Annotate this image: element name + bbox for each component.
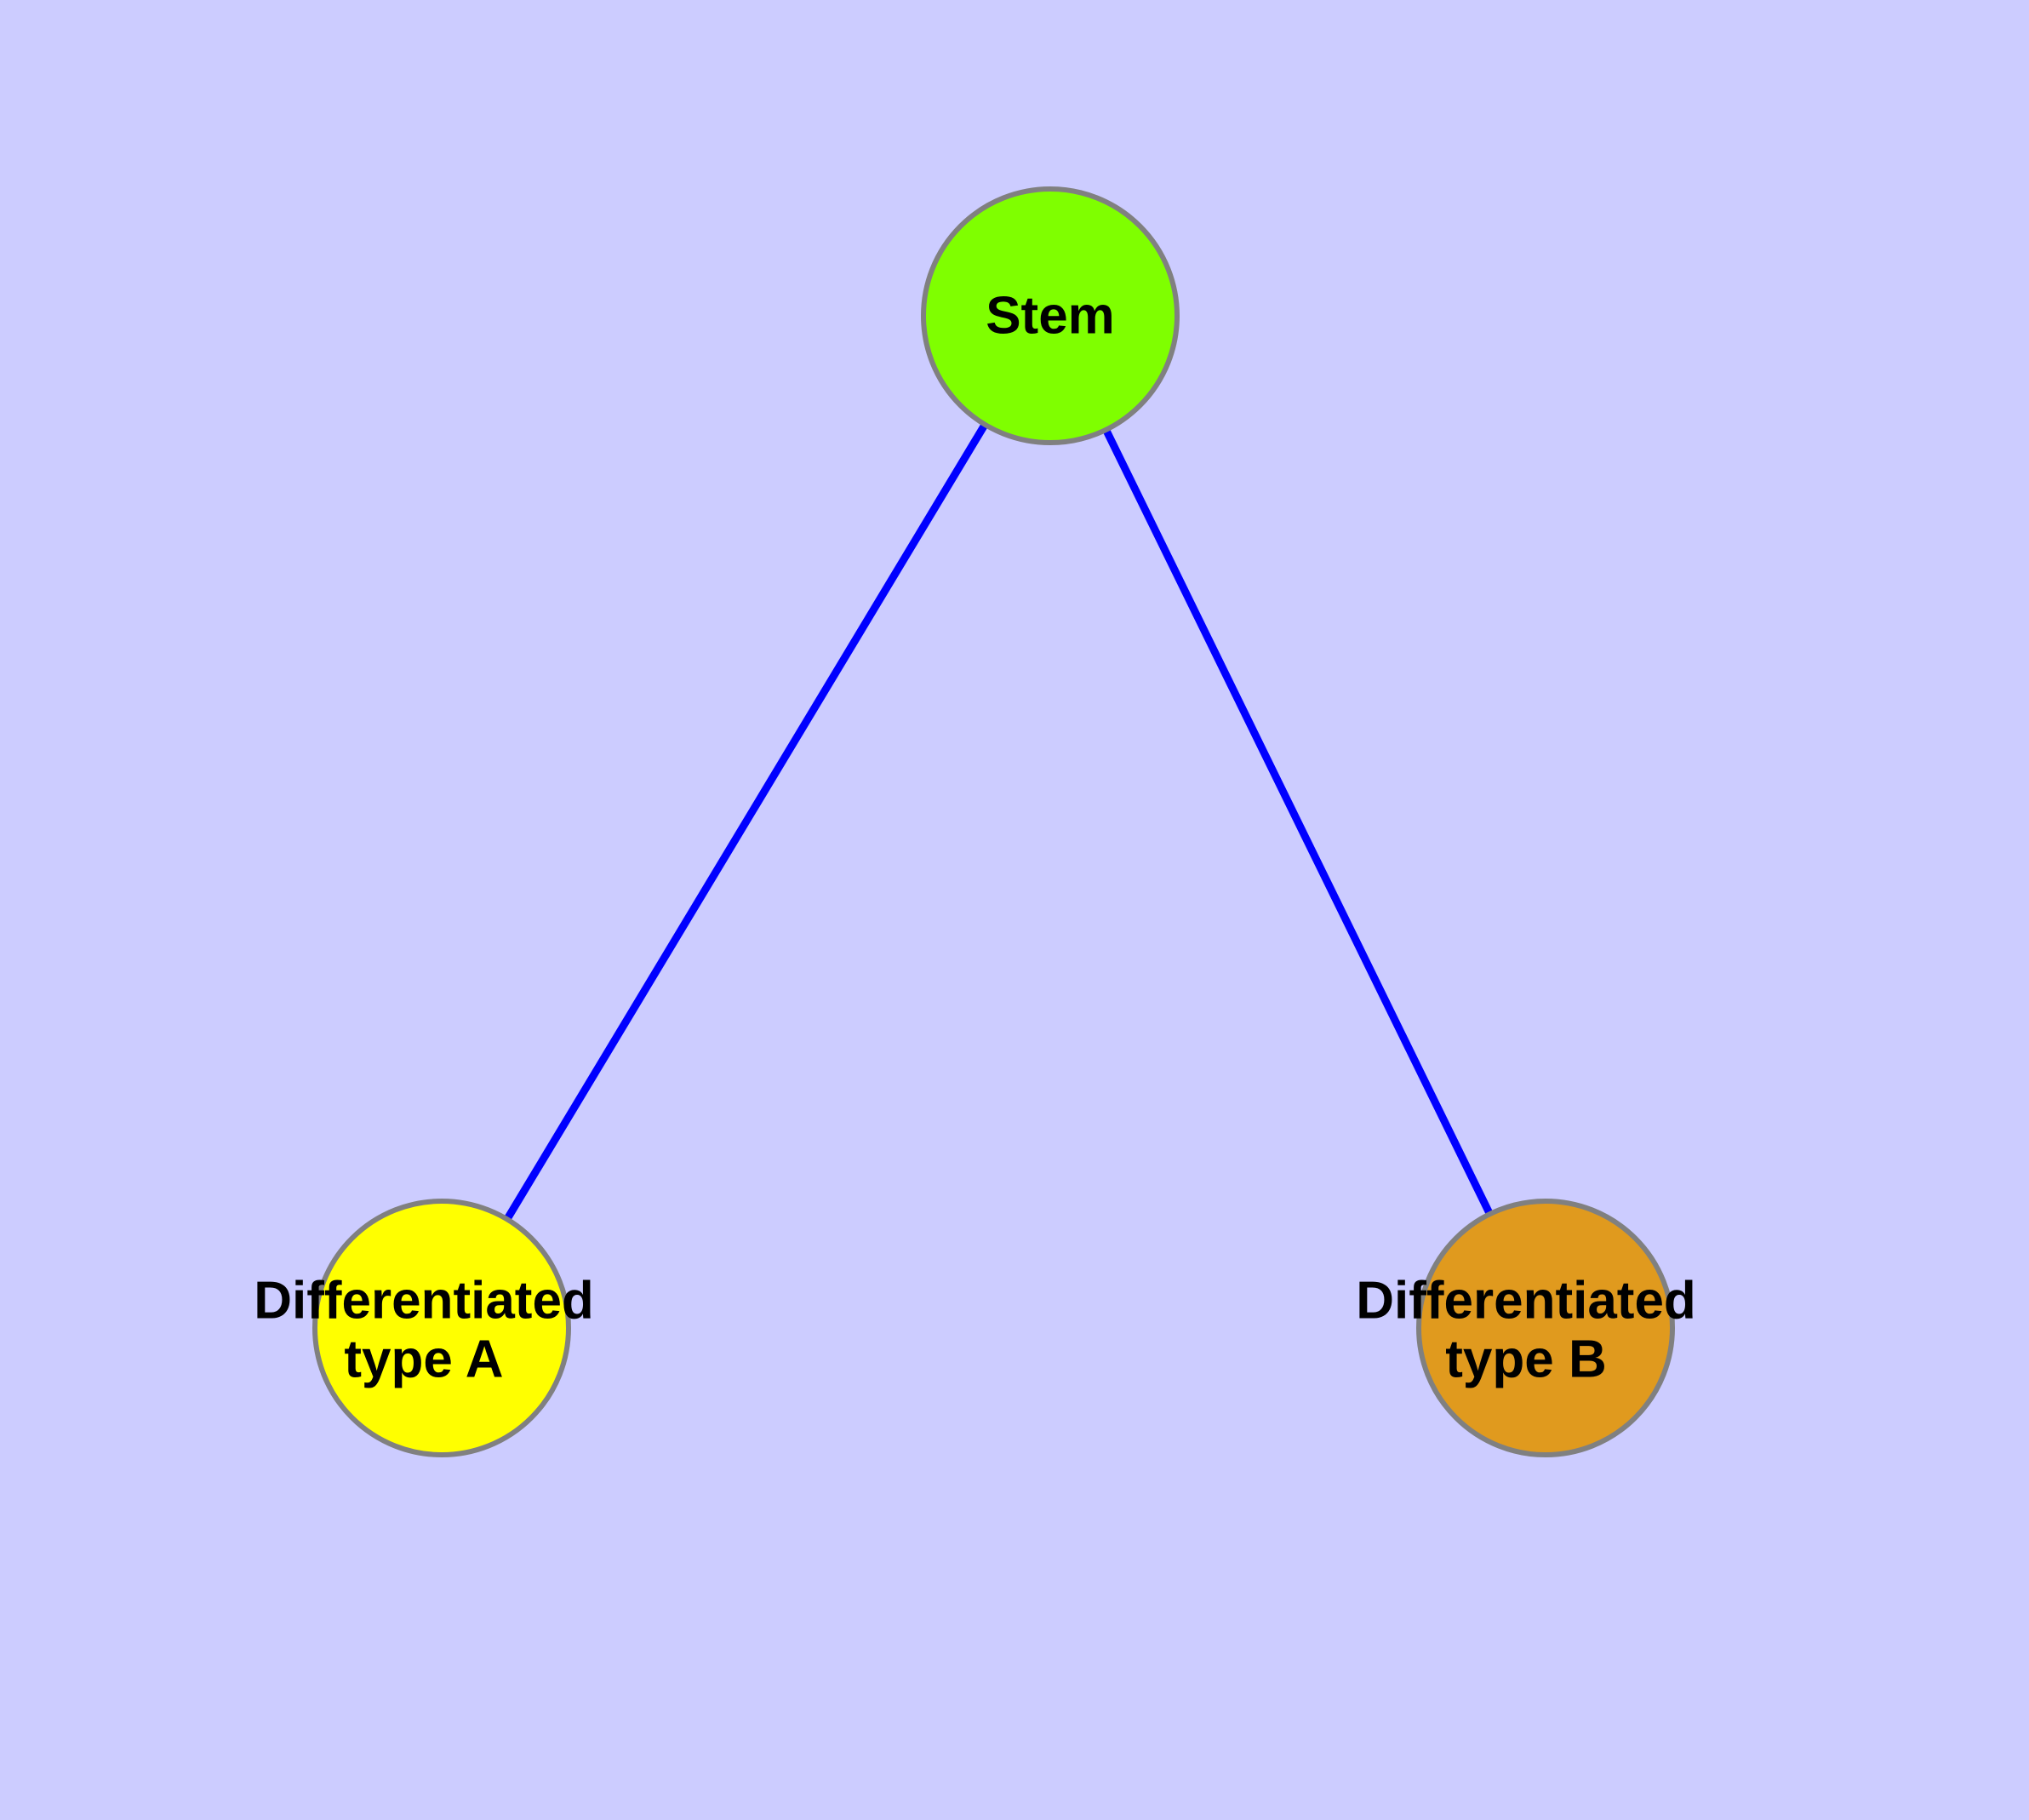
graph-node-diff_a[interactable] xyxy=(312,1199,571,1457)
graph-edge[interactable] xyxy=(438,313,1054,1331)
graph-node-stem[interactable] xyxy=(921,186,1180,445)
nodes-layer xyxy=(312,186,1675,1457)
graph-node-diff_b[interactable] xyxy=(1416,1199,1675,1457)
graph-edge[interactable] xyxy=(1046,314,1550,1330)
edges-layer xyxy=(438,313,1550,1331)
